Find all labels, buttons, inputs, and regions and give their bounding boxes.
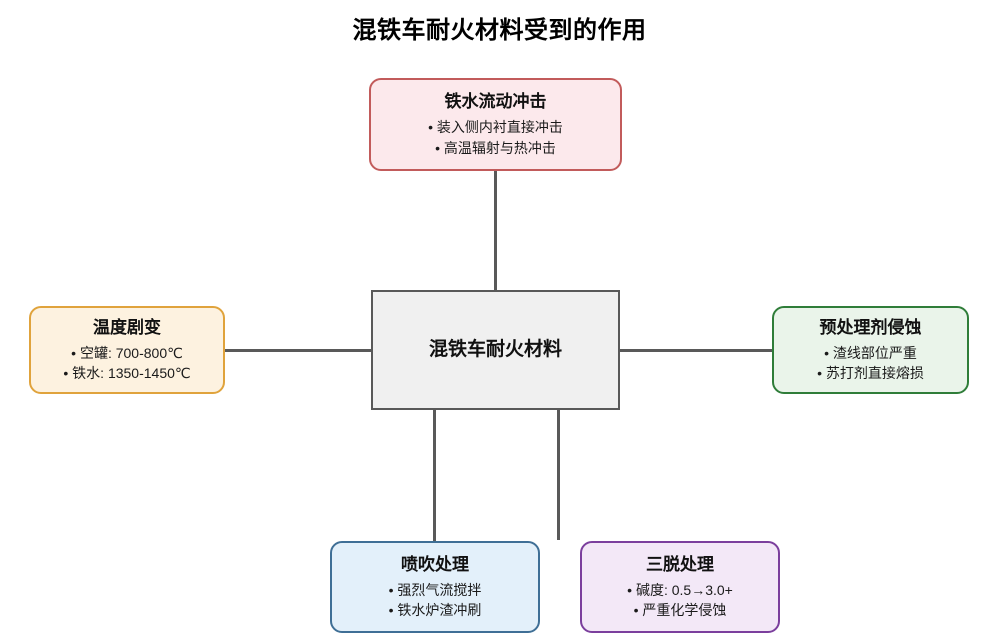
page-title: 混铁车耐火材料受到的作用 — [352, 17, 647, 44]
node-bottom-left[interactable]: 喷吹处理 强烈气流搅拌 铁水炉渣冲刷 — [330, 541, 540, 633]
node-top[interactable]: 铁水流动冲击 装入侧内衬直接冲击 高温辐射与热冲击 — [369, 78, 622, 171]
list-item: 苏打剂直接熔损 — [817, 363, 924, 383]
list-item: 铁水: 1350-1450℃ — [63, 363, 190, 383]
connector-center-left — [224, 349, 372, 352]
node-left-title: 温度剧变 — [93, 317, 161, 337]
connector-center-right — [619, 349, 773, 352]
list-item: 高温辐射与热冲击 — [428, 138, 563, 158]
node-right-items: 渣线部位严重 苏打剂直接熔损 — [817, 343, 924, 384]
list-item: 严重化学侵蚀 — [627, 600, 733, 620]
node-left[interactable]: 温度剧变 空罐: 700-800℃ 铁水: 1350-1450℃ — [29, 306, 225, 394]
node-bottom-left-title: 喷吹处理 — [401, 554, 469, 574]
list-item: 装入侧内衬直接冲击 — [428, 117, 563, 137]
list-item: 碱度: 0.5→3.0+ — [627, 580, 733, 600]
node-bottom-right-items: 碱度: 0.5→3.0+ 严重化学侵蚀 — [627, 580, 733, 621]
list-item: 铁水炉渣冲刷 — [389, 600, 481, 620]
node-top-items: 装入侧内衬直接冲击 高温辐射与热冲击 — [428, 117, 563, 158]
node-left-items: 空罐: 700-800℃ 铁水: 1350-1450℃ — [63, 343, 190, 384]
node-center-title: 混铁车耐火材料 — [428, 339, 562, 361]
list-item: 渣线部位严重 — [817, 343, 924, 363]
node-bottom-right-title: 三脱处理 — [646, 554, 714, 574]
list-item: 空罐: 700-800℃ — [63, 343, 190, 363]
node-bottom-right[interactable]: 三脱处理 碱度: 0.5→3.0+ 严重化学侵蚀 — [580, 541, 780, 633]
node-center[interactable]: 混铁车耐火材料 — [371, 290, 620, 410]
node-right[interactable]: 预处理剂侵蚀 渣线部位严重 苏打剂直接熔损 — [772, 306, 969, 394]
connector-center-bottom-left — [433, 409, 436, 542]
connector-center-top — [494, 170, 497, 291]
list-item: 强烈气流搅拌 — [389, 580, 481, 600]
node-right-title: 预处理剂侵蚀 — [819, 317, 922, 337]
connector-center-bottom-right — [557, 409, 560, 540]
node-top-title: 铁水流动冲击 — [444, 92, 547, 112]
node-bottom-left-items: 强烈气流搅拌 铁水炉渣冲刷 — [389, 580, 481, 621]
